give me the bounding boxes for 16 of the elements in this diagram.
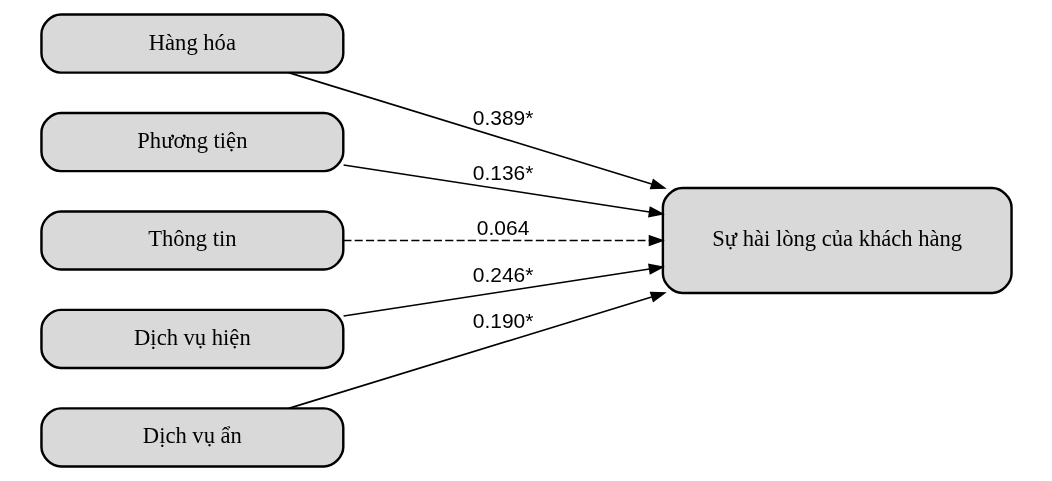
- arrow: [287, 71, 667, 190]
- arrow: [342, 234, 665, 247]
- arrow: [342, 263, 665, 317]
- node-box: Hàng hóa: [39, 13, 344, 74]
- arrow: [287, 291, 667, 410]
- node-box: Dịch vụ hiện: [39, 308, 344, 370]
- arrow: [342, 164, 665, 218]
- edge-label: 0.190*: [472, 309, 533, 333]
- node-box: Phương tiện: [39, 111, 344, 173]
- edge-label: 0.136*: [472, 160, 533, 184]
- edge-label: 0.064: [476, 215, 529, 239]
- node-box: Dịch vụ ẩn: [39, 407, 344, 468]
- edge-label: 0.246*: [472, 262, 533, 286]
- node-box: Sự hài lòng của khách hàng: [661, 186, 1013, 295]
- node-box: Thông tin: [39, 210, 344, 271]
- edge-label: 0.389*: [472, 105, 533, 129]
